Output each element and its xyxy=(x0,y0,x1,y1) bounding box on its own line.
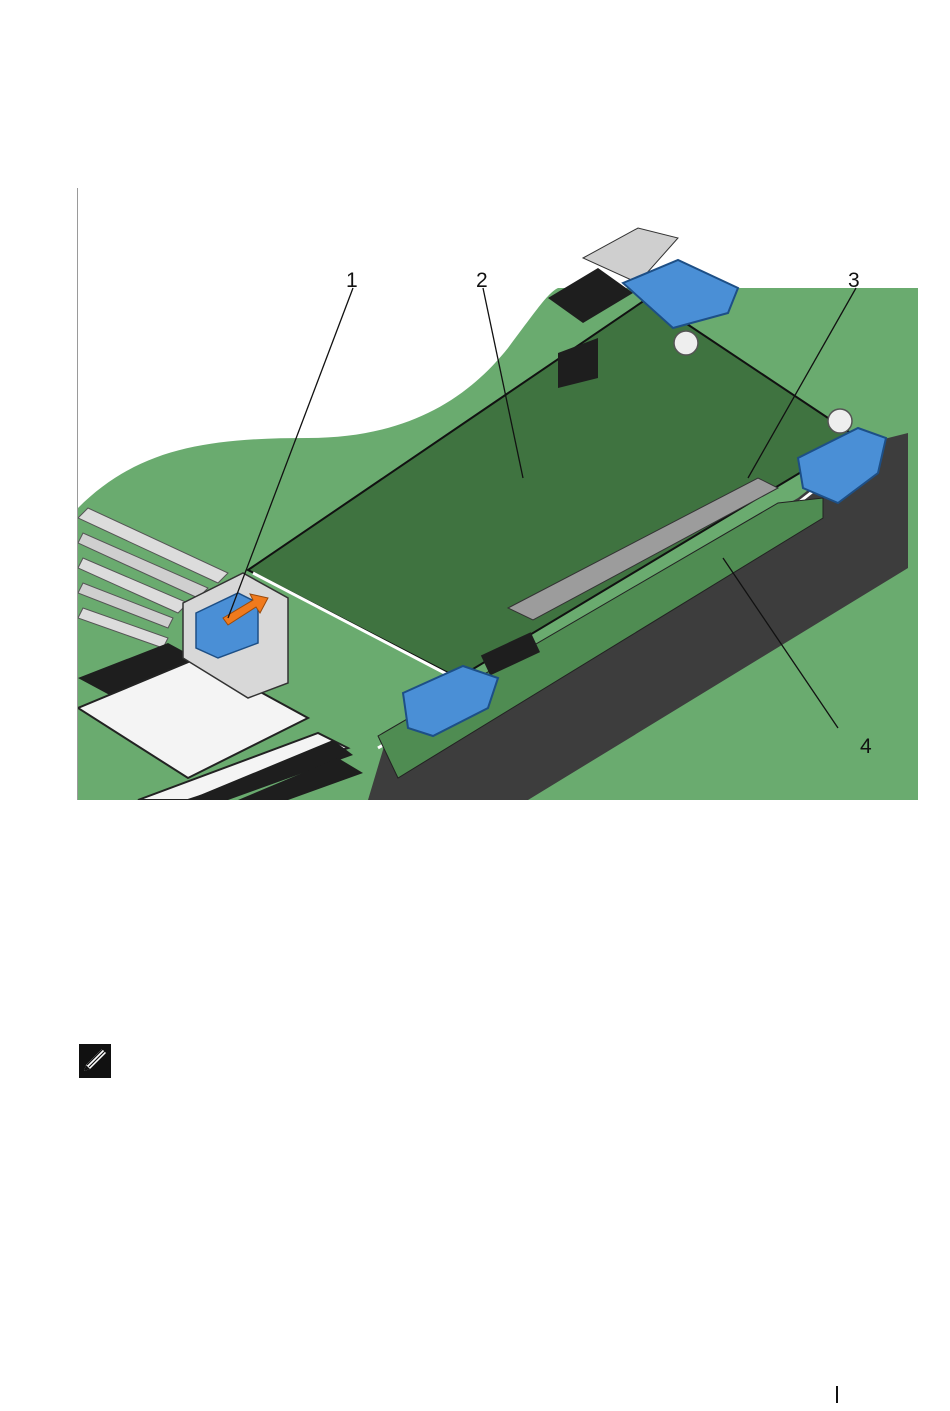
screw-right xyxy=(828,409,852,433)
callout-1: 1 xyxy=(346,270,358,291)
figure-illustration: 1 2 3 4 xyxy=(77,188,918,800)
screw-top xyxy=(674,331,698,355)
callout-4: 4 xyxy=(860,736,872,757)
callout-2: 2 xyxy=(476,270,488,291)
page-footer-marker xyxy=(836,1386,838,1403)
note-pencil-icon xyxy=(78,1043,112,1079)
callout-3: 3 xyxy=(848,270,860,291)
